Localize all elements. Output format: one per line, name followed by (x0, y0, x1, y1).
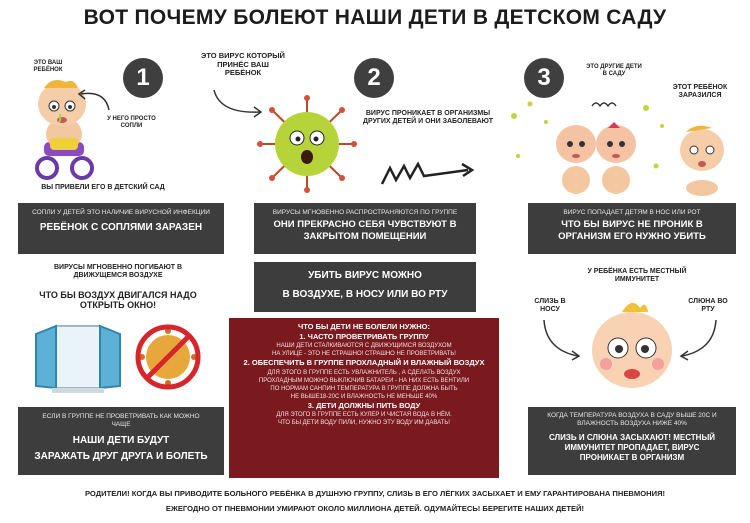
other-children-caption: ЭТО ДРУГИЕ ДЕТИ В САДУ (586, 64, 642, 77)
rec-1-text-b: НА УЛИЦЕ - ЭТО НЕ СТРАШНО! СТРАШНО НЕ ПР… (272, 351, 456, 358)
info-bar-big-text: РЕБЁНОК С СОПЛЯМИ ЗАРАЗЕН (39, 222, 203, 234)
rec-3-text-b: ЧТО БЫ ДЕТИ ВОДУ ПИЛИ, НУЖНО ЭТУ ВОДУ ИМ… (278, 420, 450, 427)
info-bar-spread: ВИРУСЫ МГНОВЕННО РАСПРОСТРАНЯЮТСЯ ПО ГРУ… (254, 203, 476, 254)
virus-caption: ЭТО ВИРУС КОТОРЫЙ ПРИНЁС ВАШ РЕБЁНОК (201, 51, 285, 78)
info-bar-big-text: ЧТО БЫ ВИРУС НЕ ПРОНИК В ОРГАНИЗМ ЕГО НУ… (558, 219, 706, 243)
step-number-2: 2 (354, 58, 394, 98)
info-bar-spread-disease: ЕСЛИ В ГРУППЕ НЕ ПРОВЕТРИВАТЬ КАК МОЖНО … (18, 407, 224, 475)
info-bar-small-text: СОПЛИ У ДЕТЕЙ ЭТО НАЛИЧИЕ ВИРУСНОЙ ИНФЕК… (32, 209, 210, 216)
sick-baby-icon (22, 72, 102, 180)
rec-3-heading: 3. ДЕТИ ДОЛЖНЫ ПИТЬ ВОДУ (307, 400, 421, 410)
info-bar-small-text: ВИРУС ПОПАДАЕТ ДЕТЯМ В НОС ИЛИ РОТ (563, 209, 701, 216)
recommendations-heading: ЧТО БЫ ДЕТИ НЕ БОЛЕЛИ НУЖНО: (298, 322, 430, 331)
saliva-caption: СЛЮНА ВО РТУ (688, 298, 728, 314)
rec-2-text-d: НЕ ВЫШЕ18-20С И ВЛАЖНОСТЬ НЕ МЕНЬШЕ 40% (290, 393, 438, 400)
info-bar-small-text: КОГДА ТЕМПЕРАТУРА ВОЗДУХА В САДУ ВЫШЕ 20… (547, 412, 717, 428)
arrow-icon (378, 158, 478, 188)
info-bar-big-text: СЛИЗЬ И СЛЮНА ЗАСЫХАЮТ! МЕСТНЫЙ ИММУНИТЕ… (548, 432, 716, 462)
info-bar-immunity-loss: КОГДА ТЕМПЕРАТУРА ВОЗДУХА В САДУ ВЫШЕ 20… (528, 407, 736, 475)
brought-caption: ВЫ ПРИВЕЛИ ЕГО В ДЕТСКИЙ САД (41, 184, 165, 191)
air-caption: ВИРУСЫ МГНОВЕННО ПОГИБАЮТ В ДВИЖУЩЕМСЯ В… (53, 264, 182, 280)
recommendations-box: ЧТО БЫ ДЕТИ НЕ БОЛЕЛИ НУЖНО: 1. ЧАСТО ПР… (229, 318, 499, 478)
rec-2-text-c: ПО НОРМАМ САНПИН ТЕМПЕРАТУРА В ГРУППЕ ДО… (270, 385, 458, 392)
virus-icon (252, 94, 362, 194)
footer-line-2: ЕЖЕГОДНО ОТ ПНЕВМОНИИ УМИРАЮТ ОКОЛО МИЛЛ… (165, 504, 585, 513)
info-bar-big-text-2: ЗАРАЖАТЬ ДРУГ ДРУГА И БОЛЕТЬ (34, 451, 208, 463)
rec-1-heading: 1. ЧАСТО ПРОВЕТРИВАТЬ ГРУППУ (299, 332, 429, 342)
your-child-caption: ЭТО ВАШ РЕБЁНОК (33, 60, 63, 73)
baby-face-icon (586, 294, 678, 394)
kill-line-1: УБИТЬ ВИРУС МОЖНО (308, 270, 422, 281)
footer-line-1: РОДИТЕЛИ! КОГДА ВЫ ПРИВОДИТЕ БОЛЬНОГО РЕ… (84, 489, 666, 498)
snot-caption: У НЕГО ПРОСТО СОПЛИ (107, 116, 156, 129)
step-number-1: 1 (123, 58, 163, 98)
info-bar-small-text: ЕСЛИ В ГРУППЕ НЕ ПРОВЕТРИВАТЬ КАК МОЖНО … (42, 413, 200, 429)
rec-3-text-a: ДЛЯ ЭТОГО В ГРУППЕ ЕСТЬ КУЛЕР И ЧИСТАЯ В… (276, 412, 452, 419)
open-window-icon (30, 320, 126, 396)
arrow-icon (540, 318, 584, 362)
arrow-icon (210, 86, 266, 120)
kill-virus-bar: УБИТЬ ВИРУС МОЖНО В ВОЗДУХЕ, В НОСУ ИЛИ … (254, 262, 476, 312)
rec-2-text-b: ПРОХЛАДНЫМ МОЖНО ВЫКЛЮЧИВ БАТАРЕИ - НА Н… (258, 377, 470, 384)
page-title: ВОТ ПОЧЕМУ БОЛЕЮТ НАШИ ДЕТИ В ДЕТСКОМ СА… (83, 6, 667, 29)
info-bar-big-text-1: НАШИ ДЕТИ БУДУТ (72, 434, 170, 446)
mucus-caption: СЛИЗЬ В НОСУ (534, 298, 566, 314)
children-icon (506, 96, 742, 196)
virus-enters-caption: ВИРУС ПРОНИКАЕТ В ОРГАНИЗМЫ ДРУГИХ ДЕТЕЙ… (363, 110, 493, 126)
info-bar-big-text: ОНИ ПРЕКРАСНО СЕБЯ ЧУВСТВУЮТ В ЗАКРЫТОМ … (273, 219, 457, 243)
rec-1-text-a: НАШИ ДЕТИ СТАЛКИВАЮТСЯ С ДВИЖУЩИМСЯ ВОЗД… (276, 343, 452, 350)
kill-line-2: В ВОЗДУХЕ, В НОСУ ИЛИ ВО РТУ (282, 288, 448, 300)
rec-2-text-a: ДЛЯ ЭТОГО В ГРУППЕ ЕСТЬ УВЛАЖНИТЕЛЬ , А … (267, 369, 461, 376)
info-bar-contagious: СОПЛИ У ДЕТЕЙ ЭТО НАЛИЧИЕ ВИРУСНОЙ ИНФЕК… (18, 203, 224, 254)
info-bar-kill: ВИРУС ПОПАДАЕТ ДЕТЯМ В НОС ИЛИ РОТ ЧТО Б… (528, 203, 736, 254)
info-bar-small-text: ВИРУСЫ МГНОВЕННО РАСПРОСТРАНЯЮТСЯ ПО ГРУ… (272, 209, 458, 216)
step-number-3: 3 (524, 58, 564, 98)
arrow-icon (75, 84, 111, 114)
infected-caption: ЭТОТ РЕБЁНОК ЗАРАЗИЛСЯ (672, 84, 728, 100)
immunity-caption: У РЕБЁНКА ЕСТЬ МЕСТНЫЙ ИММУНИТЕТ (587, 268, 687, 284)
no-virus-icon (134, 323, 202, 391)
arrow-icon (676, 318, 720, 362)
rec-2-heading: 2. ОБЕСПЕЧИТЬ В ГРУППЕ ПРОХЛАДНЫЙ И ВЛАЖ… (243, 358, 485, 368)
open-window-caption: ЧТО БЫ ВОЗДУХ ДВИГАЛСЯ НАДО ОТКРЫТЬ ОКНО… (39, 290, 197, 311)
